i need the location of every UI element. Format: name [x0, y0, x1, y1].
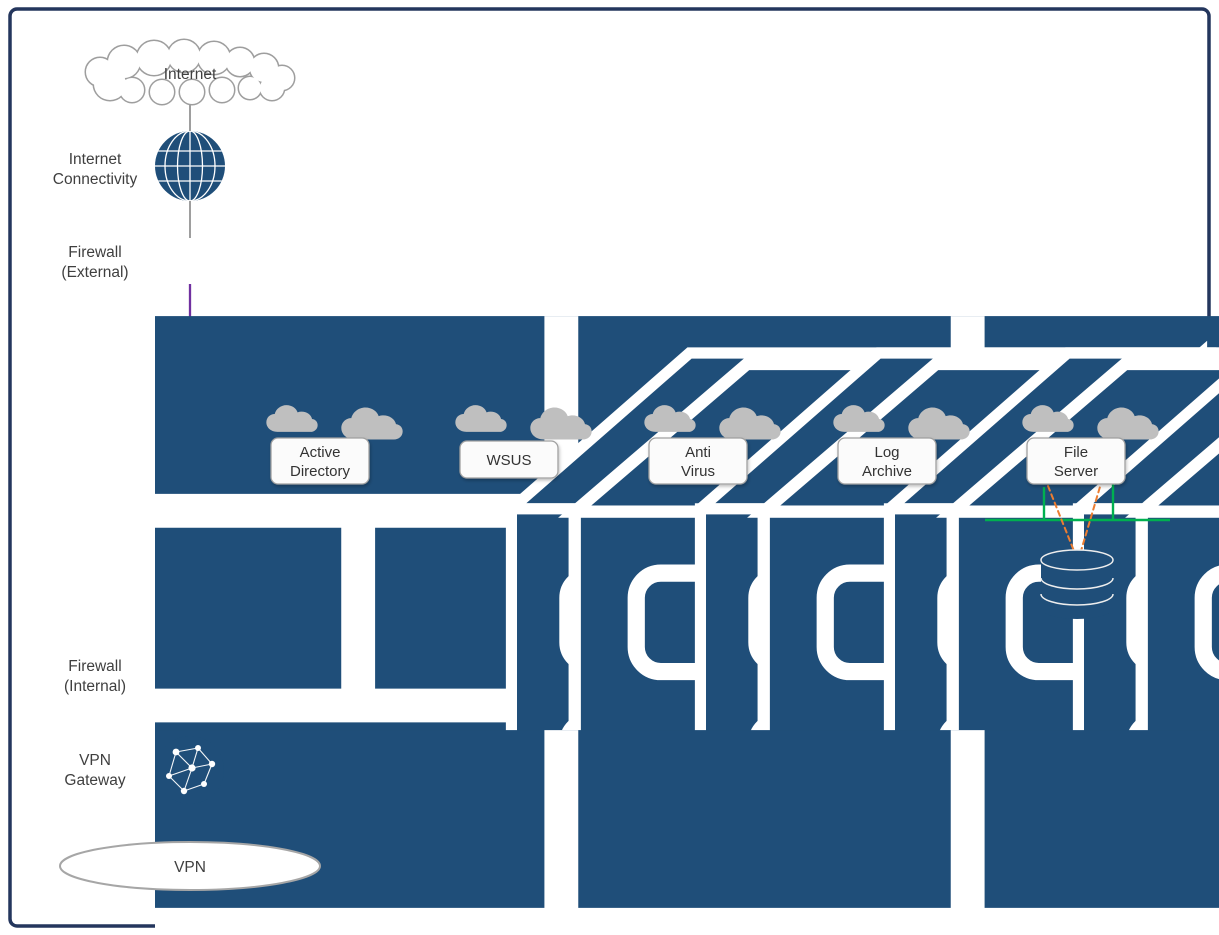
internet-label: Internet [164, 66, 217, 83]
cluster-label-line2: Server [1054, 463, 1098, 480]
cluster-label-box [270, 437, 370, 485]
cluster-label-box [1026, 437, 1126, 485]
globe-icon [155, 131, 225, 201]
server-cluster-wsus: WSUS [455, 352, 1219, 935]
cluster-label-line1: Anti [685, 444, 711, 461]
cluster-label-box [837, 437, 937, 485]
firewall-external-label-line1: Firewall [68, 244, 121, 261]
firewall-internal-label-line2: (Internal) [64, 678, 126, 695]
vpn-label: VPN [174, 859, 206, 876]
cluster-label-line2: Directory [290, 463, 351, 480]
vpn-gateway-label-line1: VPN [79, 752, 111, 769]
internet-connectivity-label-line2: Connectivity [53, 171, 138, 188]
cluster-label-line1: Active [300, 444, 341, 461]
cluster-label-line1: File [1064, 444, 1088, 461]
server-cluster-active-directory: Active Directory [266, 352, 1219, 935]
firewall-internal-node: Firewall (Internal) [64, 658, 1219, 935]
firewall-brick-icon [154, 729, 1219, 935]
firewall-internal-label-line1: Firewall [68, 658, 121, 675]
cluster-label-box [648, 437, 748, 485]
firewall-external-node: Firewall (External) [61, 244, 1219, 935]
cluster-label-box [459, 440, 559, 479]
internet-node: Internet [84, 38, 296, 106]
network-sphere-icon [156, 736, 224, 804]
server-cluster-file-server: File Server [985, 405, 1170, 620]
cluster-label-line1: Log [874, 444, 899, 461]
vpn-gateway-label-line2: Gateway [64, 772, 125, 789]
internet-connectivity-node: Internet Connectivity [53, 131, 225, 201]
ellipse-shape [59, 841, 321, 891]
server-cluster-log-archive: Log Archive [833, 352, 1219, 935]
cloud-icon [84, 38, 296, 106]
firewall-external-label-line2: (External) [61, 264, 128, 281]
cluster-label-line1: WSUS [487, 452, 532, 469]
cluster-label-line2: Archive [862, 463, 912, 480]
vpn-node: VPN [59, 841, 321, 891]
internet-connectivity-label-line1: Internet [69, 151, 122, 168]
vpn-gateway-node: VPN Gateway [64, 736, 224, 804]
server-cluster-anti-virus: Anti Virus [644, 352, 1219, 935]
cluster-label-line2: Virus [681, 463, 715, 480]
database-cylinder-icon [1040, 549, 1114, 620]
